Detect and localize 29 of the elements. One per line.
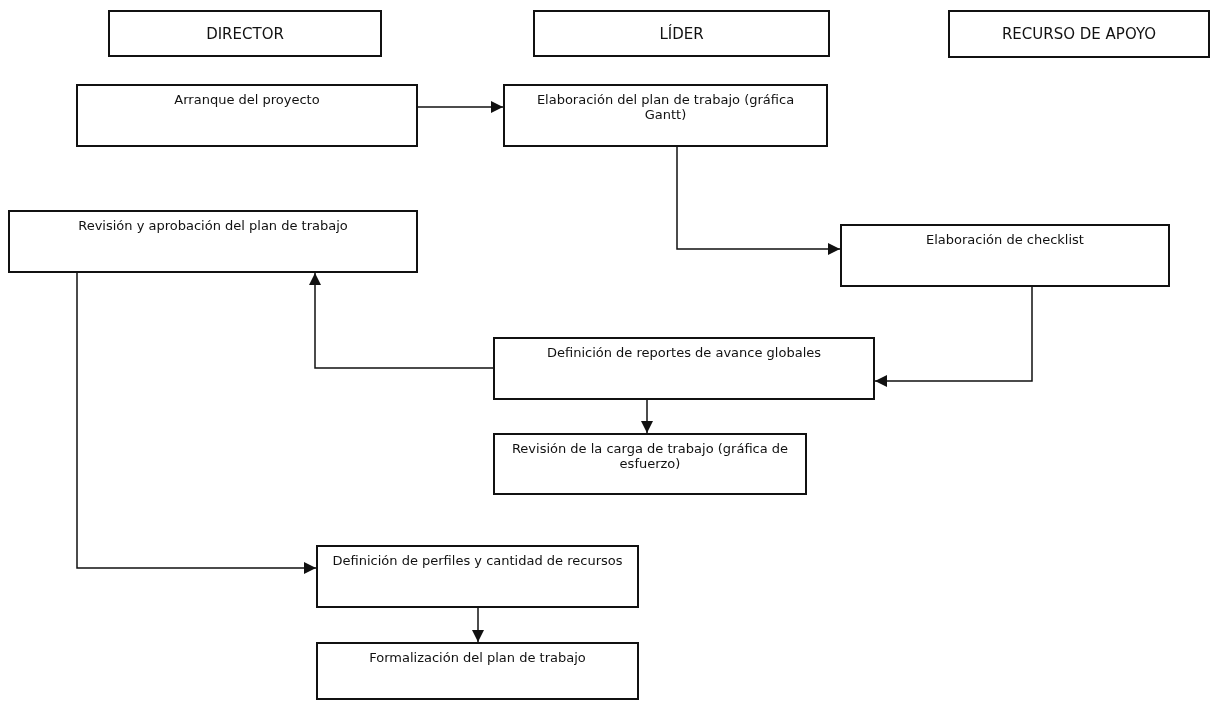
box-label: Elaboración del plan de trabajo (gráfica Gantt) bbox=[535, 92, 796, 124]
process-box bbox=[840, 224, 1170, 287]
box-label: Definición de reportes de avance globales bbox=[546, 345, 822, 362]
arrow bbox=[472, 607, 484, 643]
lane-header bbox=[533, 10, 830, 57]
box-label: Formalización del plan de trabajo bbox=[369, 650, 586, 667]
box-label: Definición de perfiles y cantidad de recursos bbox=[332, 553, 623, 570]
arrow bbox=[676, 146, 841, 255]
box-label: Revisión y aprobación del plan de trabajo bbox=[78, 218, 348, 235]
lane-header bbox=[948, 10, 1210, 58]
box-label: Arranque del proyecto bbox=[174, 92, 320, 109]
arrow bbox=[641, 399, 653, 434]
process-box bbox=[493, 433, 807, 495]
box-label: DIRECTOR bbox=[206, 24, 284, 43]
arrow bbox=[417, 101, 504, 113]
box-label: Revisión de la carga de trabajo (gráfica de esfuerzo) bbox=[510, 441, 790, 473]
process-box bbox=[8, 210, 418, 273]
process-box bbox=[316, 642, 639, 700]
process-box bbox=[76, 84, 418, 147]
process-box bbox=[493, 337, 875, 400]
lane-header bbox=[108, 10, 382, 57]
arrow bbox=[874, 286, 1033, 387]
arrow bbox=[309, 272, 494, 369]
arrow bbox=[76, 272, 317, 574]
process-box bbox=[316, 545, 639, 608]
box-label: Elaboración de checklist bbox=[926, 232, 1084, 249]
box-label: RECURSO DE APOYO bbox=[1001, 25, 1157, 43]
process-box bbox=[503, 84, 828, 147]
box-label: LÍDER bbox=[659, 24, 704, 43]
